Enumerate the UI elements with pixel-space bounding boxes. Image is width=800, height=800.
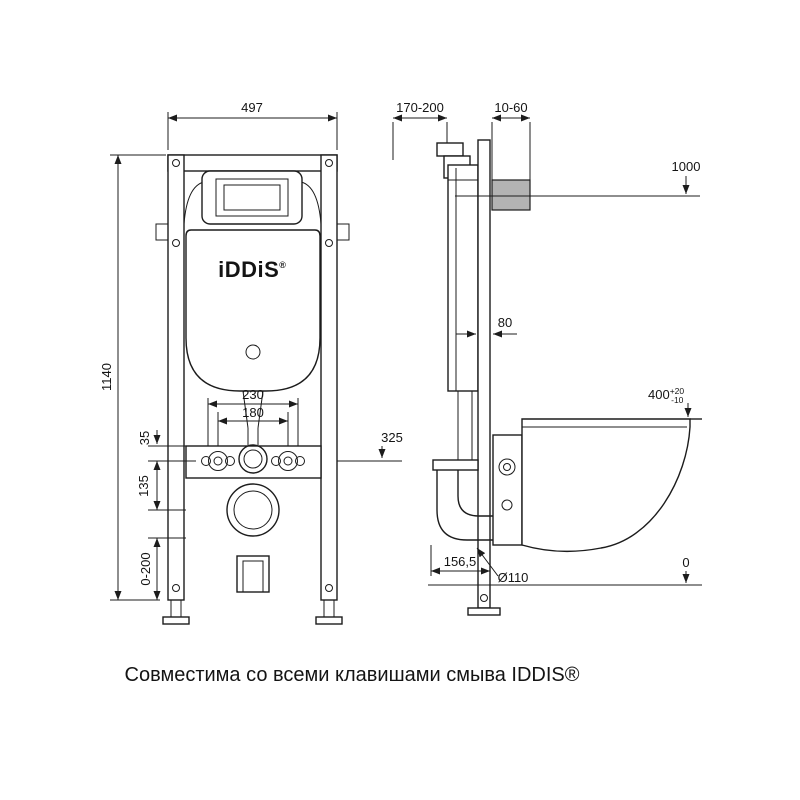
dimension-pipe-diameter: Ø110 bbox=[476, 547, 529, 585]
wall-mount-plate bbox=[491, 179, 531, 211]
fitting-crossbar bbox=[185, 444, 322, 479]
dimension-rail-depth: 80 bbox=[456, 315, 517, 338]
foot-side bbox=[467, 594, 501, 616]
dimension-button-height: 1000 bbox=[455, 159, 701, 197]
dim-0-200-label: 0-200 bbox=[138, 552, 153, 585]
flush-plate-frame bbox=[183, 170, 322, 225]
support-bracket bbox=[432, 459, 479, 471]
dim-wall-gap-label: 10-60 bbox=[494, 100, 527, 115]
dim-325-label: 325 bbox=[381, 430, 403, 445]
dim-front-height-label: 1140 bbox=[99, 363, 114, 391]
dimension-outlet-height: 325 bbox=[337, 430, 403, 462]
dim-0-label: 0 bbox=[682, 555, 689, 570]
dim-35-label: 35 bbox=[137, 431, 152, 445]
cistern-side bbox=[447, 164, 479, 392]
dimension-front-width: 497 bbox=[167, 100, 338, 150]
dim-135-label: 135 bbox=[136, 475, 151, 497]
toilet-bowl bbox=[521, 418, 702, 553]
dim-180-label: 180 bbox=[242, 405, 264, 420]
brand-logo-text: iDDiS bbox=[218, 257, 279, 282]
adjustable-feet bbox=[162, 599, 343, 625]
flush-pipe-side bbox=[432, 391, 494, 541]
dim-1000-label: 1000 bbox=[672, 159, 701, 174]
dim-400-tol-minus: -10 bbox=[671, 395, 684, 405]
cistern: iDDiS® bbox=[185, 229, 321, 392]
dimension-depth: 170-200 bbox=[392, 100, 448, 160]
dim-80-label: 80 bbox=[498, 315, 512, 330]
brand-logo: iDDiS® bbox=[218, 257, 286, 282]
dimension-floor-level: 0 bbox=[428, 555, 702, 586]
drain-socket bbox=[226, 483, 280, 593]
bowl-mount bbox=[492, 434, 523, 546]
dim-400-label-group: 400+20-10 bbox=[648, 386, 684, 405]
dim-156-label: 156,5 bbox=[444, 554, 477, 569]
installation-frame-side-view: 170-200 10-60 1000 bbox=[392, 100, 702, 616]
dim-400-label: 400 bbox=[648, 387, 670, 402]
brand-logo-registered: ® bbox=[279, 260, 286, 270]
dim-depth-label: 170-200 bbox=[396, 100, 444, 115]
wall-bracket-right bbox=[336, 223, 350, 241]
dimension-bolt-spacing: 230 bbox=[207, 387, 299, 452]
flush-valve-button bbox=[245, 344, 261, 360]
dim-400-tol-plus: +20 bbox=[670, 386, 685, 396]
dim-110-label: Ø110 bbox=[498, 570, 529, 585]
drain-elbow-inner bbox=[457, 470, 494, 517]
drain-elbow-outer bbox=[436, 470, 494, 541]
dimension-bowl-height: 400+20-10 bbox=[648, 386, 692, 417]
dim-front-width-label: 497 bbox=[241, 100, 263, 115]
dimension-front-height: 1140 bbox=[99, 154, 166, 601]
dimension-drain-offset: 156,5 bbox=[430, 545, 490, 576]
dimension-foot-range: 0-200 bbox=[138, 537, 186, 600]
compatibility-caption: Совместима со всеми клавишами смыва IDDI… bbox=[125, 664, 580, 686]
frame-rails bbox=[155, 154, 350, 601]
dim-230-label: 230 bbox=[242, 387, 264, 402]
installation-frame-front-view: 497 1140 bbox=[99, 100, 403, 625]
dimension-offset-135: 135 bbox=[136, 461, 186, 511]
wall-bracket-left bbox=[155, 223, 169, 241]
dimension-wall-gap: 10-60 bbox=[491, 100, 531, 180]
